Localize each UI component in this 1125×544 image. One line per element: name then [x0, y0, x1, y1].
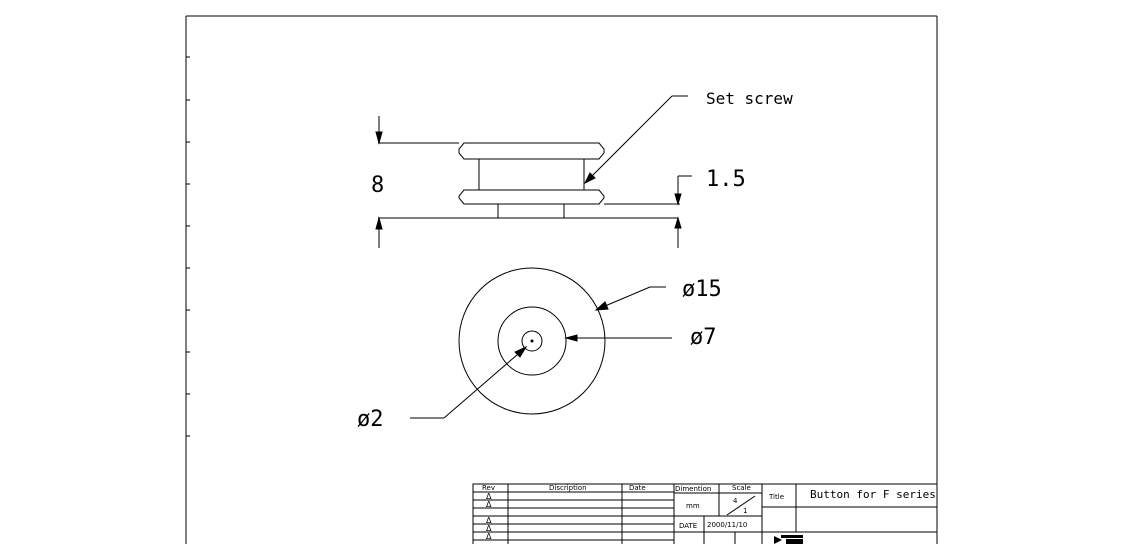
- header-scale: Scale: [732, 484, 751, 492]
- date-label: DATE: [679, 522, 697, 530]
- dia-15-label: ø15: [682, 277, 722, 302]
- border-ticks: [186, 56, 190, 437]
- drawing-title: Button for F series: [810, 488, 936, 501]
- header-description: Discription: [549, 484, 587, 492]
- rev-mark: Δ: [486, 524, 492, 533]
- rev-mark: Δ: [486, 516, 492, 525]
- dia-7-leader: [564, 334, 672, 342]
- sheet-border: [185, 15, 938, 544]
- dia-2-leader: [410, 345, 528, 419]
- rev-mark: Δ: [486, 532, 492, 541]
- dim-1-5-label: 1.5: [706, 167, 746, 192]
- header-rev: Rev: [482, 484, 495, 492]
- dia-2-label: ø2: [357, 407, 384, 432]
- dimension-height: [375, 116, 678, 248]
- dia-7-label: ø7: [690, 325, 717, 350]
- header-dimention: Dimention: [675, 485, 711, 493]
- dia-15-leader: [594, 286, 666, 311]
- set-screw-leader: [583, 95, 688, 185]
- logo-mark: [774, 535, 803, 544]
- dim-8-label: 8: [371, 173, 384, 198]
- header-date: Date: [629, 484, 646, 492]
- date-value: 2000/11/10: [707, 521, 747, 529]
- dimension-flange: [604, 175, 692, 248]
- side-view: [458, 142, 605, 219]
- scale-numerator: 4: [733, 497, 738, 505]
- rev-mark: Δ: [486, 492, 492, 501]
- title-block: [472, 483, 938, 544]
- set-screw-label: Set screw: [706, 89, 793, 108]
- units-value: mm: [686, 502, 700, 510]
- top-view: [458, 267, 606, 415]
- title-label: Title: [768, 493, 784, 501]
- rev-mark: Δ: [486, 500, 492, 509]
- scale-denominator: 1: [743, 507, 747, 515]
